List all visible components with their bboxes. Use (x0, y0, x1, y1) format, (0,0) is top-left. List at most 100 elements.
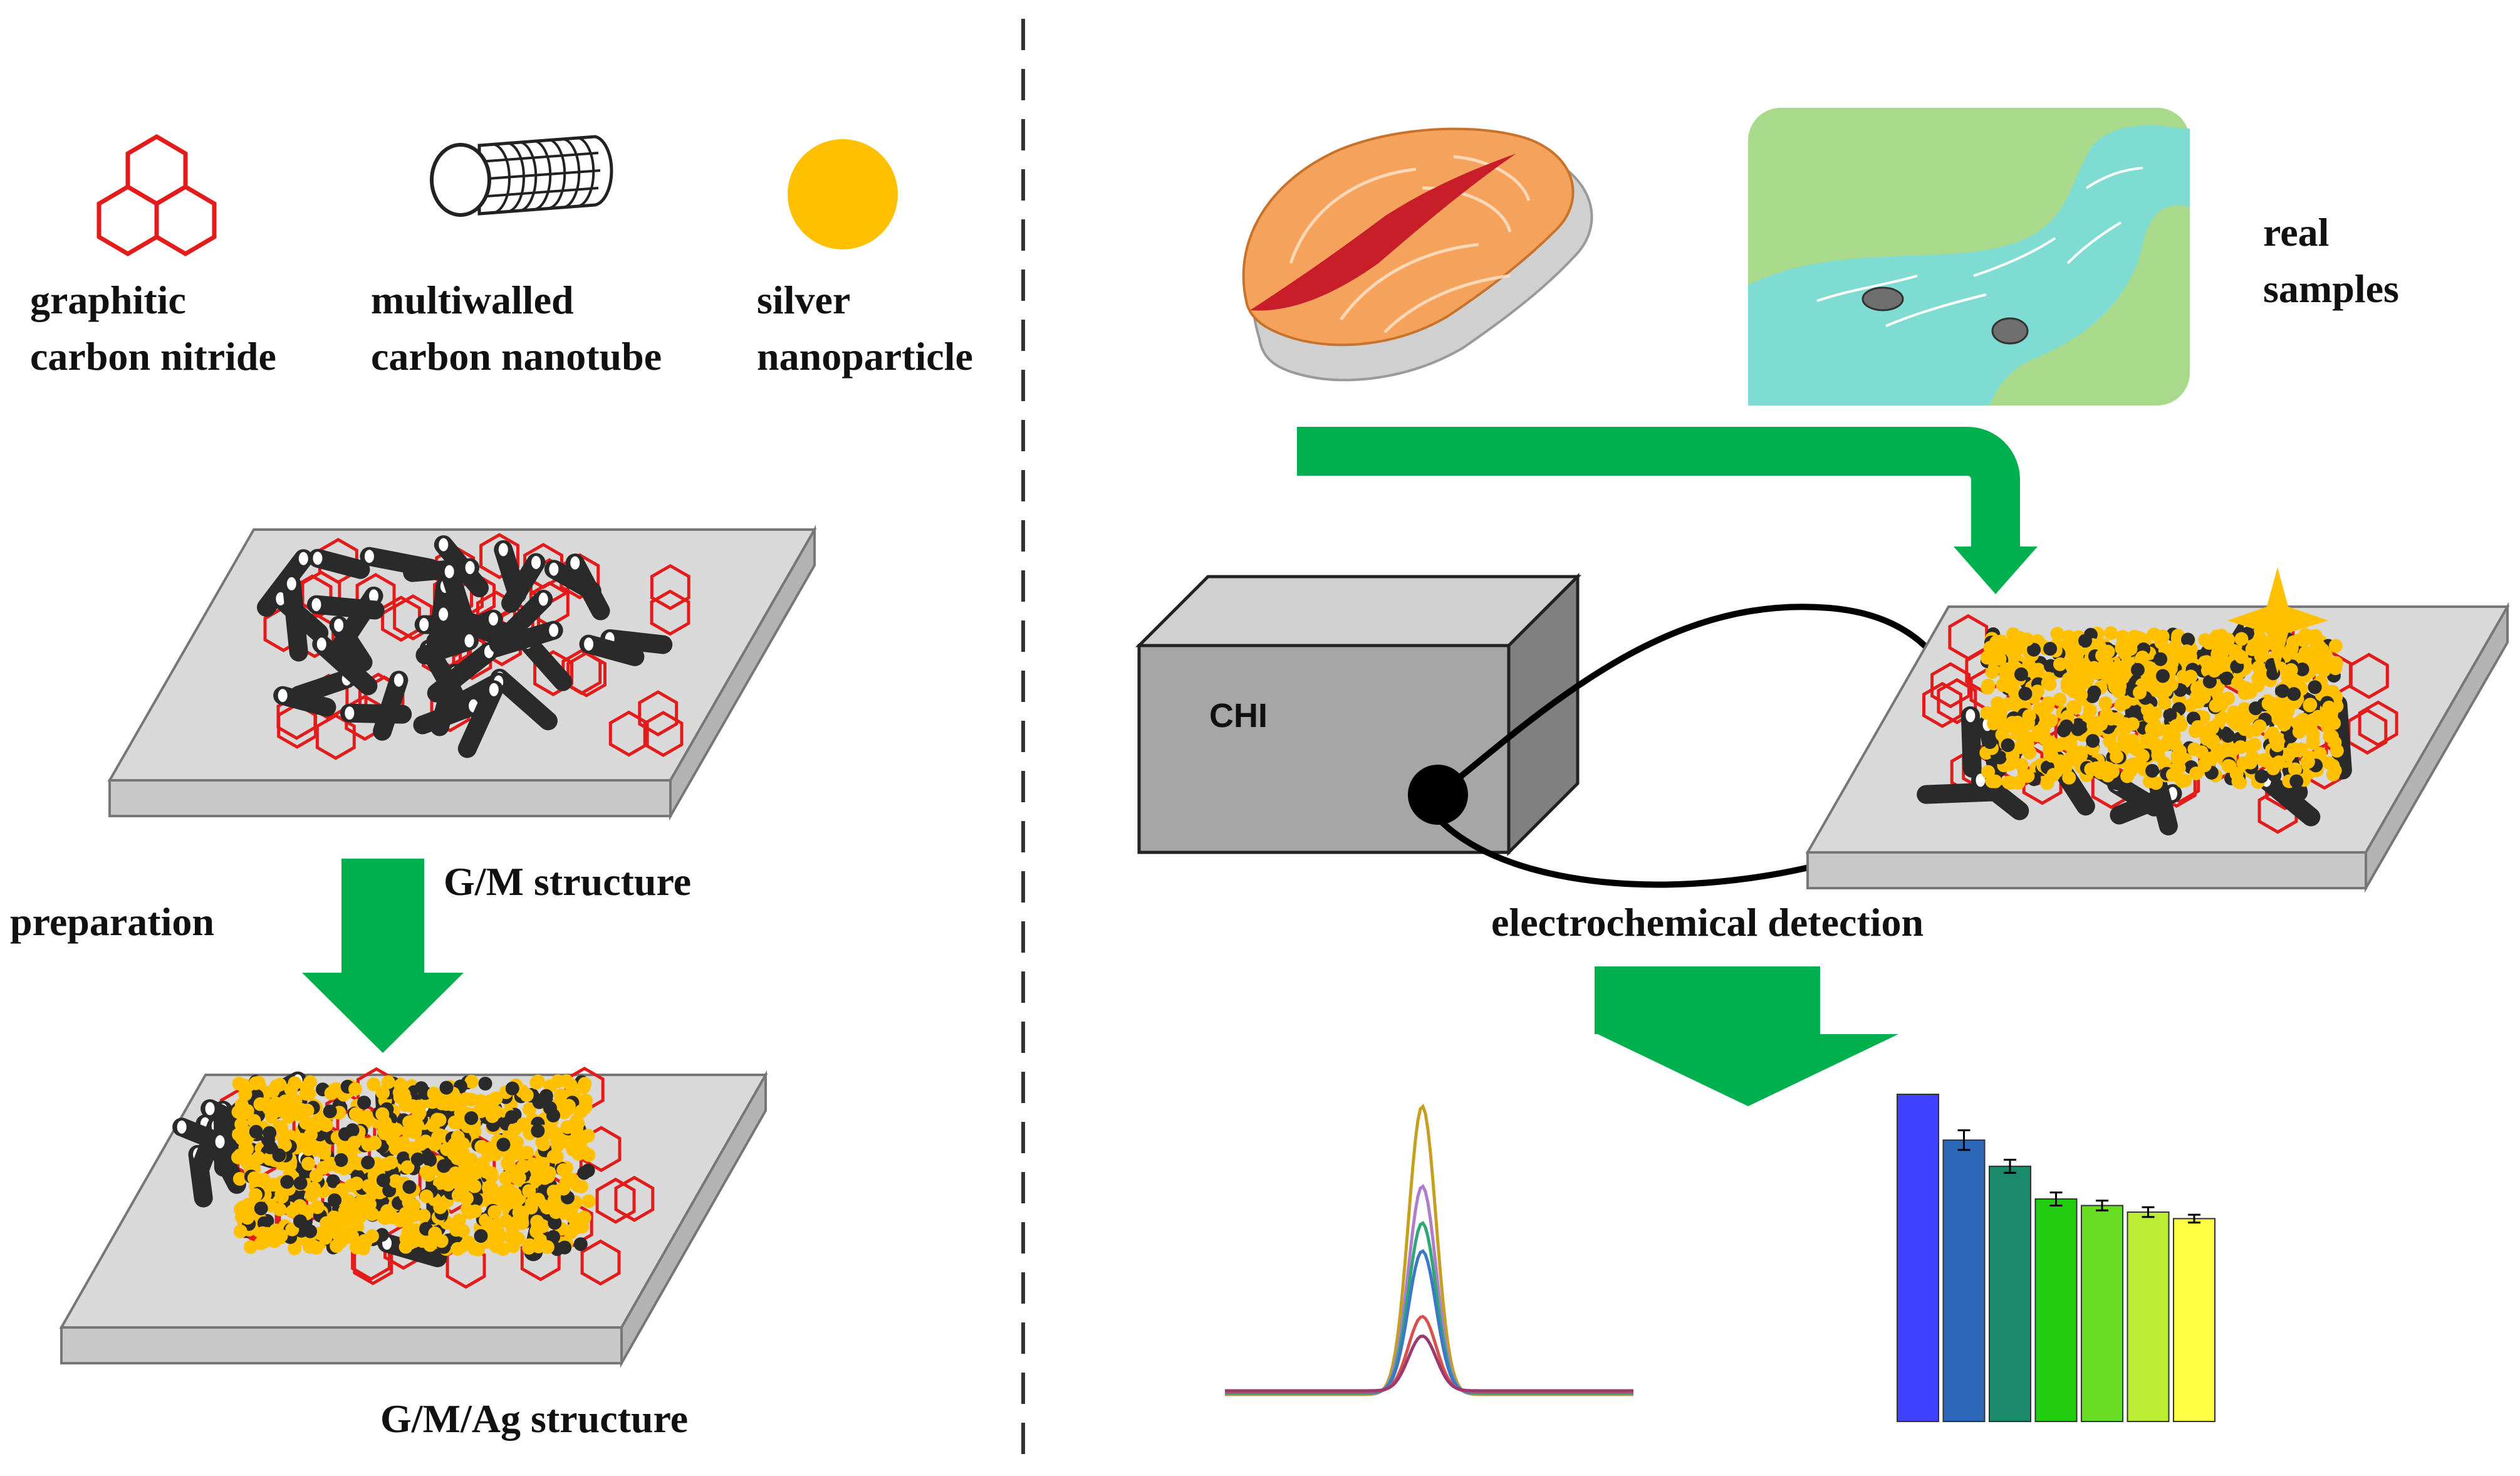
silver-nanoparticle (2110, 750, 2124, 764)
silver-nanoparticle (2027, 642, 2041, 657)
silver-nanoparticle (2210, 647, 2225, 661)
silver-nanoparticle (2322, 700, 2336, 714)
silver-nanoparticle (380, 1204, 395, 1218)
silver-nanoparticle (345, 1203, 359, 1218)
silver-nanoparticle (2249, 701, 2263, 716)
nanotube-end (296, 550, 310, 567)
gm-nanotubes (256, 535, 673, 758)
silver-nanoparticle (459, 1092, 473, 1106)
gcn-hexagon (580, 1239, 621, 1286)
nanotube (413, 696, 483, 735)
silver-nanoparticle (299, 1080, 314, 1094)
silver-nanoparticle (385, 1133, 400, 1147)
silver-nanoparticle (2178, 773, 2192, 788)
gm-structure-label: G/M structure (444, 859, 691, 904)
silver-nanoparticle (434, 1234, 449, 1248)
silver-nanoparticle (237, 1124, 251, 1138)
silver-nanoparticle (571, 1178, 585, 1193)
silver-nanoparticle (2106, 674, 2121, 689)
silver-nanoparticle (248, 1188, 263, 1202)
silver-nanoparticle (284, 1082, 298, 1097)
nanotube-end (315, 636, 328, 653)
silver-nanoparticle (2158, 683, 2173, 698)
silver-nanoparticle (522, 1184, 536, 1198)
gcn-hexagon (608, 710, 649, 757)
nanotube-end (362, 548, 376, 565)
silver-nanoparticle (523, 1102, 537, 1116)
silver-nanoparticle (572, 1220, 586, 1234)
nanotube-end (568, 554, 582, 572)
silver-nanoparticle (2083, 703, 2097, 718)
silver-nanoparticle (2202, 674, 2217, 689)
silver-nanoparticle (2220, 671, 2234, 686)
silver-nanoparticle (508, 1187, 522, 1201)
silver-nanoparticle (2031, 684, 2045, 699)
silver-nanoparticle (273, 1202, 287, 1217)
nanotube (490, 668, 558, 731)
gcn-hexagon (1922, 681, 1962, 728)
silver-nanoparticle (565, 1209, 579, 1223)
silver-nanoparticle (334, 1153, 348, 1167)
silver-nanoparticle (361, 1155, 375, 1170)
gmag-structure-label: G/M/Ag structure (380, 1396, 688, 1441)
nanotube (565, 553, 610, 620)
silver-nanoparticle (380, 1157, 394, 1171)
nanotube-end (442, 563, 456, 580)
silver-nanoparticle (449, 1223, 464, 1237)
silver-nanoparticle (2038, 718, 2052, 733)
silver-nanoparticle (2169, 647, 2184, 661)
result-bar (1942, 1139, 1986, 1422)
silver-nanoparticle (1981, 765, 1996, 779)
silver-nanoparticle (412, 1107, 426, 1122)
electrode-port (1408, 765, 1468, 825)
silver-nanoparticle (2053, 693, 2067, 707)
silver-nanoparticle (496, 1242, 511, 1256)
silver-nanoparticle (253, 1097, 268, 1111)
result-bar (2173, 1218, 2215, 1422)
nanotube (457, 680, 504, 758)
silver-nanoparticle (274, 1190, 289, 1204)
silver-nanoparticle (550, 1133, 565, 1148)
silver-nanoparticle (450, 1242, 465, 1256)
silver-nanoparticle (247, 1114, 261, 1128)
silver-nanoparticle (2011, 776, 2026, 790)
silver-nanoparticle (2074, 688, 2088, 702)
silver-nanoparticle (563, 1078, 578, 1092)
chi-label: CHI (1209, 697, 1268, 735)
nanotube-end (462, 632, 476, 649)
silver-nanoparticle (388, 1174, 403, 1188)
silver-nanoparticle (1994, 716, 2008, 731)
silver-nanoparticle (300, 1103, 315, 1117)
silver-nanoparticle (2095, 649, 2110, 663)
silver-nanoparticle (441, 1177, 456, 1191)
silver-nanoparticle (529, 1173, 543, 1187)
nanotube (377, 1233, 447, 1267)
nanotube-end (547, 560, 561, 578)
silver-nanoparticle (2123, 763, 2138, 777)
silver-nanoparticle (381, 1075, 395, 1089)
silver-nanoparticle (240, 1104, 254, 1118)
nanotube-legend-icon (430, 135, 613, 217)
silver-nanoparticle (490, 1217, 504, 1232)
sample-flow-arrow (1297, 427, 2038, 594)
silver-nanoparticle (2254, 649, 2268, 663)
silver-nanoparticle (1992, 652, 2007, 666)
nanotube (427, 642, 499, 703)
silver-nanoparticle (467, 1242, 482, 1256)
gcn-hexagon (277, 703, 318, 749)
gcn-hexagon (595, 1177, 636, 1224)
silver-nanoparticle (468, 1204, 482, 1218)
silver-nanoparticle (2275, 684, 2289, 698)
silver-nanoparticle (357, 1096, 372, 1110)
real-samples-line2: samples (2263, 266, 2399, 311)
gcn-hexagon (650, 563, 690, 610)
silver-nanoparticle (348, 1107, 363, 1121)
silver-nanoparticle (573, 1134, 588, 1148)
silver-nanoparticle (2062, 770, 2076, 785)
silver-nanoparticle (501, 1156, 515, 1170)
silver-nanoparticle (535, 1135, 549, 1149)
silver-nanoparticle (2266, 726, 2280, 740)
silver-nanoparticle (2135, 651, 2150, 665)
result-bar-chart (1897, 1094, 2215, 1423)
